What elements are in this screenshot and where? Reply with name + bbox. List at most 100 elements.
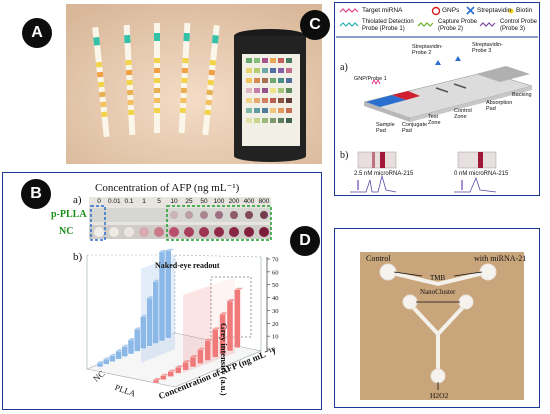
- urine-test-strips-photo: [66, 4, 322, 164]
- result-label-right: 0 nM microRNA-215: [454, 171, 509, 177]
- lateral-flow-device: [363, 56, 533, 122]
- red-bar: [167, 371, 175, 377]
- legend-control-probe: Control Probe (Probe 3): [500, 19, 538, 32]
- result-strips: [350, 151, 497, 193]
- panel-c-subpanel-b: b): [340, 150, 349, 161]
- blue-bar: [102, 359, 110, 365]
- blue-bar: [121, 346, 129, 357]
- right-nanocluster-well: [458, 294, 474, 310]
- mirna-well: [479, 263, 497, 281]
- biotin-icon: [508, 8, 514, 14]
- red-bar: [204, 340, 212, 361]
- target-mirna-icon: [339, 8, 359, 13]
- h2o2-well: [430, 368, 446, 384]
- blue-bar: [133, 329, 141, 352]
- panel-c-content: Target miRNA GNPs Streptavidin Biotin Th…: [336, 4, 538, 194]
- red-bar: [160, 375, 167, 381]
- legend-detection-probe: Thiolated Detection Probe (Probe 1): [362, 19, 414, 32]
- red-bar: [234, 289, 241, 349]
- z-axis-label: Grey intensity (a.u.): [219, 323, 229, 396]
- nc-spots: [94, 227, 269, 237]
- z-tick-label: 70: [272, 257, 279, 264]
- annotation-arrows: [393, 271, 483, 390]
- blue-bar: [140, 316, 147, 350]
- panel-c-badge-outer: C: [300, 10, 330, 40]
- label-strep2: Streptavidin-Probe 2: [412, 44, 443, 56]
- legend-target-mirna: Target miRNA: [362, 7, 403, 14]
- concentration-label: 25: [185, 198, 193, 205]
- panel-d-badge: D: [290, 226, 320, 256]
- sample-pad: [366, 95, 406, 107]
- z-tick-label: 50: [272, 282, 279, 289]
- red-bar-series: [152, 287, 244, 384]
- legend-gnps: GNPs: [442, 7, 460, 14]
- test-strip-bottle: [234, 29, 306, 162]
- label-strep3: Streptavidin-Probe 3: [472, 42, 503, 54]
- gnp-icon: [431, 6, 441, 16]
- control-well: [379, 263, 397, 281]
- label-test-zone: Test Zone: [428, 114, 441, 126]
- conjugate-pad: [392, 91, 420, 100]
- legend-capture-probe: Capture Probe (Probe 2): [438, 19, 478, 32]
- concentration-label: 400: [243, 198, 255, 205]
- concentration-label: 5: [157, 198, 161, 205]
- green-dashed-box: [166, 205, 272, 241]
- concentration-label: 1: [142, 198, 146, 205]
- channels: [387, 270, 489, 374]
- label-conjugate-pad: Conjugate Pad: [402, 122, 428, 134]
- blue-bar: [109, 355, 116, 363]
- concentration-label: 0.1: [124, 198, 134, 205]
- panel-b-badge: B: [21, 179, 51, 209]
- row-label-nc: NC: [59, 226, 74, 237]
- red-bar: [152, 379, 160, 384]
- label-backing: Backing: [512, 92, 532, 98]
- red-bar: [182, 361, 189, 371]
- row-label-pplla: p-PLLA: [51, 209, 87, 220]
- label-control-zone: Control Zone: [454, 108, 472, 120]
- subpanel-a-label: a): [73, 194, 82, 206]
- blue-dashed-box: [90, 205, 106, 241]
- afp-title: Concentration of AFP (ng mL⁻¹): [95, 182, 240, 194]
- blue-bar-series: [96, 248, 175, 368]
- nc-row: [89, 225, 271, 239]
- result-label-left: 2.5 nM microRNA-215: [354, 171, 414, 177]
- red-bar: [189, 356, 197, 368]
- panel-c-legend-icons: [336, 6, 538, 193]
- label-h2o2: H2O2: [430, 391, 449, 400]
- panel-a-badge: A: [22, 18, 52, 48]
- legend-streptavidin: Streptavidin: [477, 7, 512, 14]
- concentration-label: 100: [213, 198, 225, 205]
- subpanel-b-label: b): [73, 251, 83, 263]
- red-bar: [174, 367, 182, 374]
- pplla-spots: [170, 211, 268, 219]
- z-tick-label: 60: [272, 269, 279, 276]
- z-tick-label: 30: [272, 308, 279, 315]
- label-gnp-probe: GNP/Probe 1: [354, 76, 387, 82]
- blue-bar: [146, 297, 153, 347]
- naked-eye-label: Naked-eye readout: [155, 261, 220, 270]
- blue-bar: [127, 339, 135, 355]
- panel-b: B Concentration of AFP (ng mL⁻¹) a): [2, 172, 322, 410]
- concentration-label: 0.01: [108, 198, 121, 205]
- label-sample-pad: Sample Pad: [376, 122, 395, 134]
- left-nanocluster-well: [402, 294, 418, 310]
- panel-c-subpanel-a: a): [340, 62, 348, 73]
- red-bar: [211, 329, 219, 358]
- red-bar: [219, 313, 226, 355]
- label-absorption-pad: Absorption Pad: [486, 100, 513, 112]
- test-line: [435, 87, 449, 93]
- blue-bar: [152, 281, 160, 344]
- streptavidin-icon: [466, 6, 475, 15]
- control-probe-icon: [479, 22, 496, 27]
- blue-bar: [96, 362, 104, 368]
- concentration-label: 800: [258, 198, 270, 205]
- z-tick-label: 10: [272, 334, 279, 341]
- panel-d-content: Control with miRNA-21 TMB NanoCluster H2…: [336, 230, 538, 406]
- test-strips: [92, 22, 220, 138]
- label-tmb: TMB: [430, 274, 446, 282]
- legend-biotin: Biotin: [516, 7, 533, 14]
- label-nanocluster: NanoCluster: [420, 288, 456, 296]
- concentration-label: 200: [228, 198, 240, 205]
- concentration-label: 0: [97, 198, 101, 205]
